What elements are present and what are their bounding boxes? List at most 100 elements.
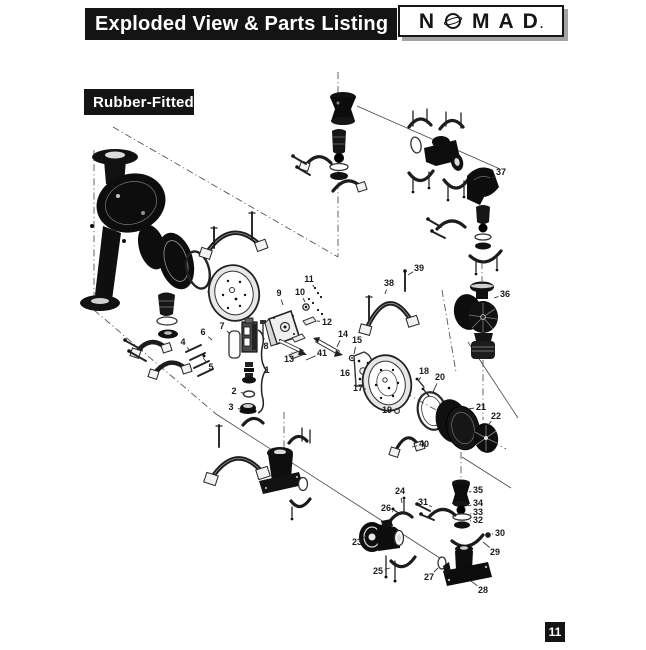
callout-leader-21: [467, 407, 475, 410]
page-title: Exploded View & Parts Listing: [95, 12, 389, 35]
stud-bolts: [185, 344, 214, 377]
left-pump-manifold: [80, 149, 166, 311]
callout-leader-10: [302, 298, 306, 303]
logo-letter-n: N: [418, 9, 434, 33]
left-air-chamber: [207, 264, 261, 322]
upper-left-clamp-band: [198, 211, 269, 260]
part-callout-13: 13: [284, 354, 294, 364]
callout-leader-4: [186, 347, 191, 352]
callout-leader-20: [432, 383, 438, 393]
bottom-left-foot-assembly: [203, 416, 312, 521]
part-callout-28: 28: [478, 585, 488, 595]
callout-leader-28: [470, 580, 478, 587]
part-callout-12: 12: [322, 317, 332, 327]
part-callout-21: 21: [476, 402, 486, 412]
callout-leader-31: [428, 505, 433, 508]
part-callout-8: 8: [263, 341, 268, 351]
top-right-manifold: [407, 108, 471, 202]
part-callout-34: 34: [473, 498, 483, 508]
part-callout-30: 30: [495, 528, 505, 538]
part-callout-10: 10: [295, 287, 305, 297]
logo-letter-a: A: [498, 9, 514, 33]
callout-leader-6: [207, 336, 213, 341]
page-number-badge: 11: [545, 622, 565, 642]
right-diaphragm-set: [416, 391, 499, 453]
part-callout-15: 15: [352, 335, 362, 345]
part-callout-19: 19: [382, 405, 392, 415]
part-callout-33: 33: [473, 507, 483, 517]
right-clamp-band: [358, 269, 420, 336]
callout-leader-15: [353, 346, 356, 355]
callout-leader-5: [202, 357, 207, 363]
part-callout-6: 6: [200, 327, 205, 337]
logo-letter-m: M: [471, 9, 490, 33]
globe-o-icon: [443, 13, 463, 29]
callout-leader-38: [384, 289, 388, 295]
callout-leader-29: [482, 541, 490, 548]
part-callout-27: 27: [424, 572, 434, 582]
callout-leader-41: [305, 355, 316, 361]
part-callout-41: 41: [317, 348, 327, 358]
callout-leader-23: [362, 535, 367, 539]
part-callout-25: 25: [373, 566, 383, 576]
top-center-valve-assembly: [291, 92, 368, 193]
lower-right-clamp: [388, 436, 426, 458]
callout-leader-40: [411, 445, 418, 448]
part-callout-39: 39: [414, 263, 424, 273]
callout-leader-22: [487, 420, 492, 426]
part-callout-22: 22: [491, 411, 501, 421]
callout-leader-25: [384, 567, 391, 570]
part-callout-38: 38: [384, 278, 394, 288]
part-callout-3: 3: [228, 402, 233, 412]
part-callout-36: 36: [500, 289, 510, 299]
part-callout-16: 16: [340, 368, 350, 378]
group-brace: [257, 329, 267, 414]
nomad-logo: N M A D .: [398, 5, 564, 37]
bottom-right-valve-assembly: [415, 479, 492, 586]
part-callout-40: 40: [419, 439, 429, 449]
part-callout-14: 14: [338, 329, 348, 339]
part-callout-5: 5: [208, 362, 213, 372]
callout-leader-27: [433, 567, 439, 573]
callout-leader-36: [493, 295, 499, 299]
part-callout-17: 17: [353, 383, 363, 393]
part-callout-4: 4: [180, 337, 185, 347]
part-callout-24: 24: [395, 486, 405, 496]
callout-leader-7: [226, 330, 231, 335]
left-diaphragm-stack: [137, 224, 211, 294]
header-bar: Exploded View & Parts Listing: [85, 8, 397, 40]
callout-leader-14: [336, 340, 341, 348]
callout-leader-39: [407, 271, 414, 276]
part-callout-23: 23: [352, 537, 362, 547]
callout-leader-18: [418, 376, 421, 381]
part-callout-7: 7: [219, 321, 224, 331]
part-callout-26: 26: [381, 503, 391, 513]
part-callout-35: 35: [473, 485, 483, 495]
part-callout-11: 11: [304, 274, 314, 284]
center-valve-column: [228, 317, 267, 414]
part-callout-1: 1: [264, 365, 269, 375]
logo-letter-d: D: [522, 9, 538, 33]
part-callout-20: 20: [435, 372, 445, 382]
air-valve-block: [264, 286, 324, 360]
logo-trademark-dot: .: [539, 17, 544, 31]
part-callout-9: 9: [276, 288, 281, 298]
part-callout-31: 31: [418, 497, 428, 507]
callout-leader-24: [400, 497, 403, 504]
callout-leader-26: [391, 511, 394, 513]
right-pump-body: [453, 281, 498, 359]
muffler-washer-stack: [156, 292, 178, 339]
callout-leader-11: [312, 284, 315, 288]
callout-leader-9: [280, 299, 284, 306]
section-label: Rubber-Fitted: [84, 89, 194, 115]
part-callout-37: 37: [496, 167, 506, 177]
elbow-assembly: [426, 167, 503, 276]
part-callout-32: 32: [473, 515, 483, 525]
pilot-rod-and-shaft: [279, 337, 356, 362]
part-callout-29: 29: [490, 547, 500, 557]
right-air-chamber: [361, 354, 430, 415]
left-clamp-halves: [123, 338, 193, 380]
bottom-center-pump-elbow: [359, 496, 417, 583]
